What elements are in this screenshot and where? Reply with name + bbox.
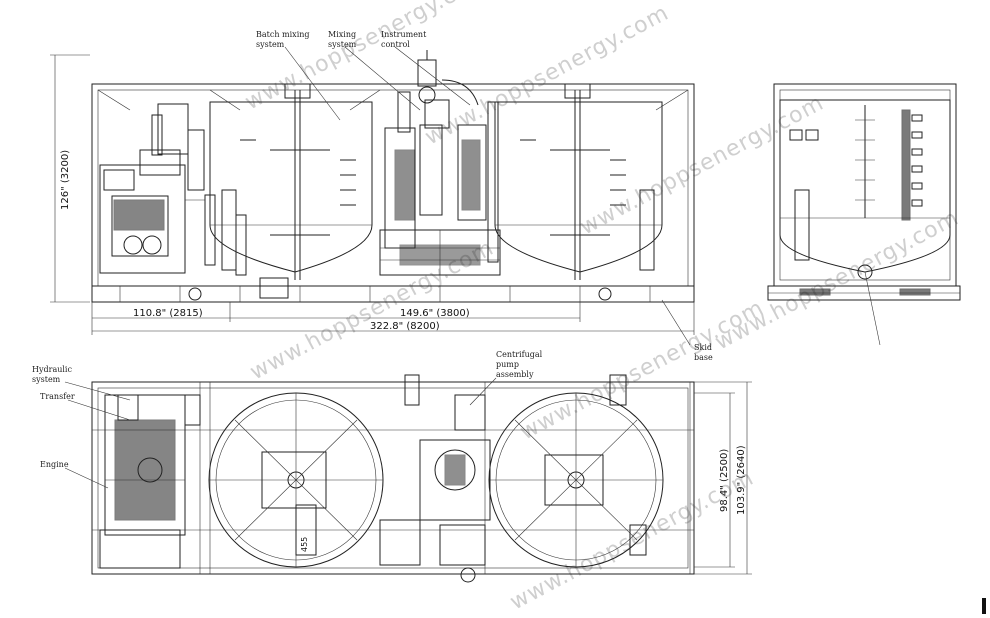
transfer-label: Transfer [40, 392, 75, 401]
centrifugal-pump-label: Centrifugal pump assembly [496, 350, 545, 379]
inner-width-label: 98.4" (2500) [719, 449, 730, 512]
hydraulic-system-label: Hydraulic system [32, 365, 75, 384]
batch-tank-left-top: 455 [208, 392, 384, 568]
watermark: www.hoppsenergy.com [711, 205, 963, 355]
height-front-label: 126" (3200) [60, 150, 71, 210]
instrument-control-label: Instrument control [381, 30, 429, 49]
batch-mixing-label: Batch mixing system [256, 30, 312, 49]
corner-marker [982, 598, 986, 614]
left-section-label: 110.8" (2815) [133, 308, 203, 319]
batch-tank-left-front [209, 83, 373, 280]
centrifugal-pump-top [379, 374, 491, 583]
svg-text:455: 455 [300, 537, 309, 552]
engine-label: Engine [40, 460, 69, 469]
lifting-lug [598, 287, 612, 301]
watermarks: www.hoppsenergy.com www.hoppsenergy.com … [241, 0, 963, 615]
outer-width-label: 103.9" (2640) [736, 445, 747, 515]
mixing-system-label: Mixing system [328, 30, 359, 49]
front-view: 126" (3200) 110.8" (2815) 149.6" (3800) … [50, 30, 715, 362]
frame-inner [97, 89, 689, 287]
lifting-lug [188, 287, 202, 301]
mixing-system-front [379, 50, 501, 276]
top-leaders [64, 377, 497, 489]
batch-tank-right-front [494, 83, 663, 280]
top-frame-outline [91, 381, 695, 575]
frame-outline [91, 83, 695, 303]
front-leaders [284, 46, 691, 346]
watermark: www.hoppsenergy.com [241, 0, 493, 115]
top-view: 455 [32, 350, 752, 583]
engine-front [99, 103, 216, 274]
width-dimensions: 98.4" (2500) 103.9" (2640) [694, 381, 752, 575]
height-dimension: 126" (3200) [50, 54, 90, 303]
length-dimensions: 110.8" (2815) 149.6" (3800) 322.8" (8200… [91, 302, 695, 335]
right-section-label: 149.6" (3800) [400, 308, 470, 319]
total-length-label: 322.8" (8200) [370, 321, 440, 332]
batch-tank-right-top [488, 374, 664, 568]
skid-base [91, 285, 695, 303]
skid-base-label: Skid base [694, 343, 715, 362]
engine-top [99, 394, 201, 569]
watermark: www.hoppsenergy.com [421, 0, 673, 150]
side-view [767, 83, 961, 346]
